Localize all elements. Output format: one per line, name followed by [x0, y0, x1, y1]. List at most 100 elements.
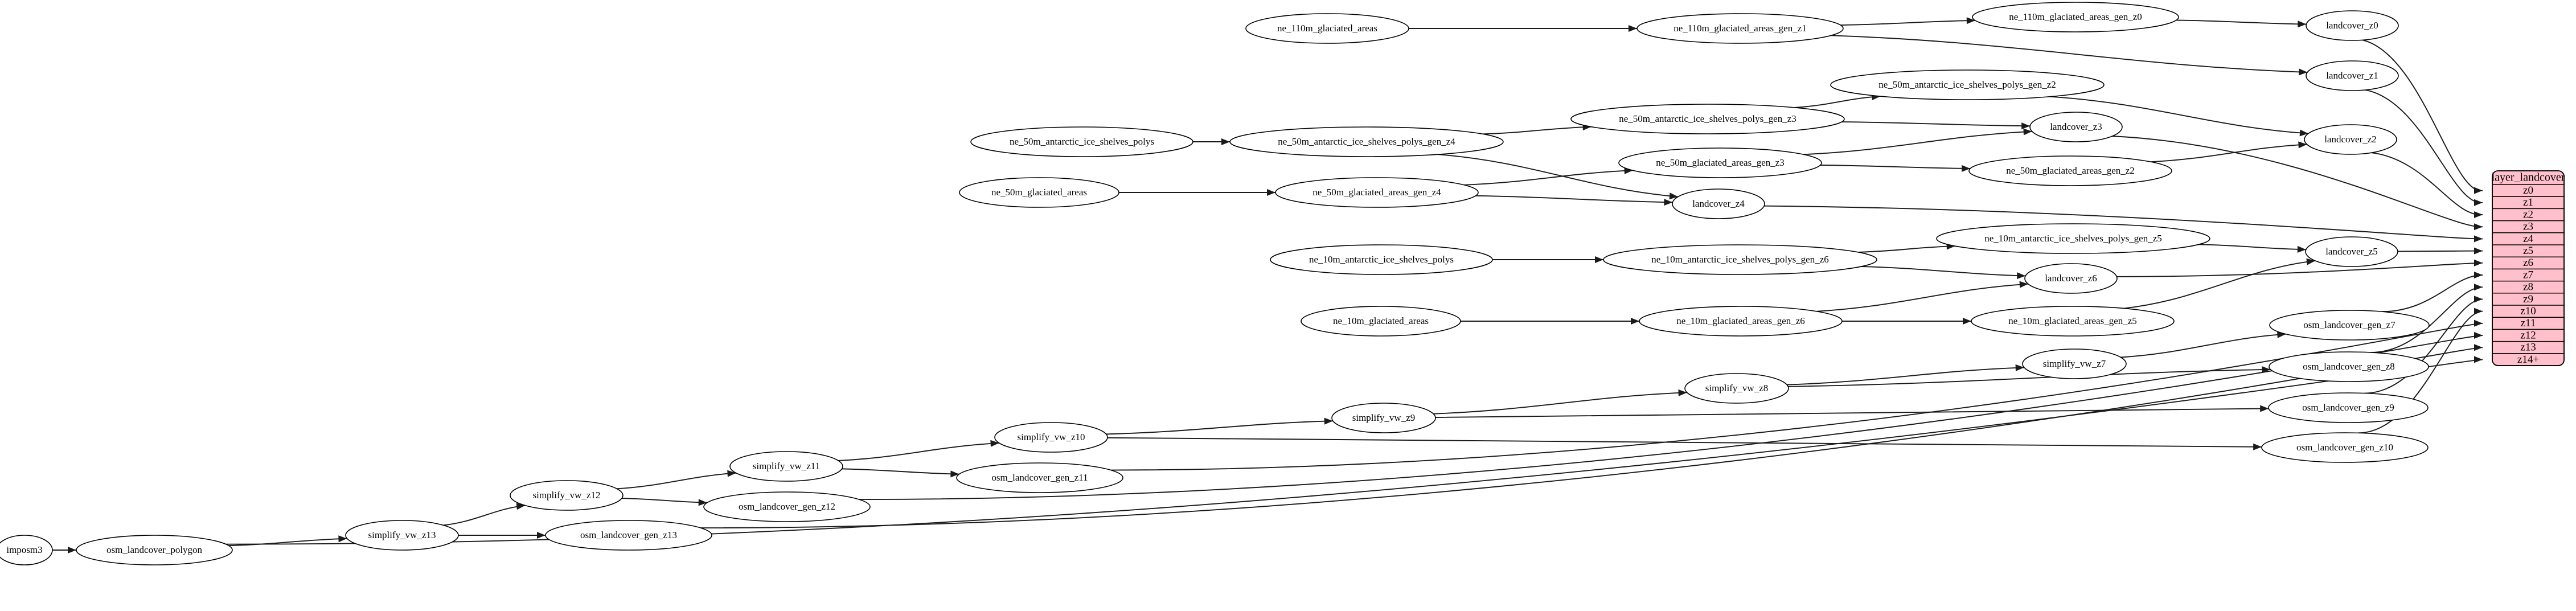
node-shape[interactable]	[959, 177, 1119, 208]
graph-node-simplify_vw_z12[interactable]: simplify_vw_z12	[510, 480, 624, 511]
graph-node-osm_landcover_gen_z12[interactable]: osm_landcover_gen_z12	[703, 491, 871, 522]
graph-node-ne_50m_antarctic_ice_shelves_polys_gen_z3[interactable]: ne_50m_antarctic_ice_shelves_polys_gen_z…	[1570, 104, 1845, 134]
graph-node-landcover_z5[interactable]: landcover_z5	[2305, 236, 2398, 267]
edge-arrowhead	[2297, 245, 2306, 253]
graph-node-ne_50m_antarctic_ice_shelves_polys_gen_z4[interactable]: ne_50m_antarctic_ice_shelves_polys_gen_z…	[1229, 126, 1504, 157]
graph-edge	[859, 335, 2483, 501]
node-shape[interactable]	[1301, 306, 1461, 337]
node-shape[interactable]	[1618, 147, 1822, 178]
graph-edge	[1464, 170, 1633, 186]
node-shape[interactable]	[1639, 306, 1843, 337]
graph-node-simplify_vw_z8[interactable]: simplify_vw_z8	[1684, 373, 1789, 404]
node-shape[interactable]	[345, 520, 459, 551]
node-shape[interactable]	[1331, 403, 1436, 433]
edge-arrowhead	[2474, 247, 2483, 255]
graph-node-landcover_z4[interactable]: landcover_z4	[1672, 188, 1765, 219]
node-shape[interactable]	[76, 535, 233, 565]
node-shape[interactable]	[1672, 188, 1765, 219]
graph-node-ne_50m_antarctic_ice_shelves_polys[interactable]: ne_50m_antarctic_ice_shelves_polys	[970, 126, 1193, 157]
node-shape[interactable]	[510, 480, 624, 511]
graph-node-imposm3[interactable]: imposm3	[0, 535, 53, 565]
node-shape[interactable]	[1968, 155, 2172, 186]
graph-node-ne_50m_glaciated_areas_gen_z2[interactable]: ne_50m_glaciated_areas_gen_z2	[1968, 155, 2172, 186]
graph-edge	[1483, 126, 1591, 135]
edge-arrowhead	[1963, 318, 1971, 325]
node-shape[interactable]	[1270, 244, 1493, 275]
graph-edge	[838, 442, 999, 461]
node-shape[interactable]	[2306, 10, 2399, 41]
graph-node-ne_10m_glaciated_areas_gen_z6[interactable]: ne_10m_glaciated_areas_gen_z6	[1639, 306, 1843, 337]
graph-node-simplify_vw_z9[interactable]: simplify_vw_z9	[1331, 403, 1436, 433]
graph-node-ne_50m_glaciated_areas[interactable]: ne_50m_glaciated_areas	[959, 177, 1119, 208]
node-shape[interactable]	[2029, 112, 2123, 142]
graph-node-simplify_vw_z13[interactable]: simplify_vw_z13	[345, 520, 459, 551]
graph-node-simplify_vw_z11[interactable]: simplify_vw_z11	[729, 451, 843, 482]
node-shape[interactable]	[703, 491, 871, 522]
node-shape[interactable]	[1275, 177, 1479, 208]
table-node-layer-landcover[interactable]: layer_landcoverz0z1z2z3z4z5z6z7z8z9z10z1…	[2492, 170, 2565, 366]
node-shape[interactable]	[2268, 392, 2429, 423]
node-shape[interactable]	[1570, 104, 1845, 134]
graph-node-osm_landcover_polygon[interactable]: osm_landcover_polygon	[76, 535, 233, 565]
graph-node-ne_10m_antarctic_ice_shelves_polys_gen_z6[interactable]: ne_10m_antarctic_ice_shelves_polys_gen_z…	[1603, 244, 1877, 275]
graph-node-landcover_z0[interactable]: landcover_z0	[2306, 10, 2399, 41]
graph-edge	[1820, 165, 1971, 169]
node-shape[interactable]	[0, 535, 53, 565]
graph-node-ne_110m_glaciated_areas[interactable]: ne_110m_glaciated_areas	[1245, 13, 1409, 44]
node-shape[interactable]	[970, 126, 1193, 157]
node-shape[interactable]	[1684, 373, 1789, 404]
graph-node-osm_landcover_gen_z11[interactable]: osm_landcover_gen_z11	[956, 462, 1123, 493]
node-shape[interactable]	[1636, 13, 1844, 44]
edge-arrowhead	[2017, 272, 2026, 280]
node-shape[interactable]	[2305, 236, 2398, 267]
graph-node-ne_10m_glaciated_areas_gen_z5[interactable]: ne_10m_glaciated_areas_gen_z5	[1971, 306, 2175, 337]
node-shape[interactable]	[1245, 13, 1409, 44]
node-shape[interactable]	[2022, 348, 2127, 379]
graph-edge	[1433, 392, 1687, 415]
graph-node-ne_50m_glaciated_areas_gen_z3[interactable]: ne_50m_glaciated_areas_gen_z3	[1618, 147, 1822, 178]
graph-node-ne_110m_glaciated_areas_gen_z1[interactable]: ne_110m_glaciated_areas_gen_z1	[1636, 13, 1844, 44]
node-shape[interactable]	[2269, 351, 2429, 382]
node-shape[interactable]	[1229, 126, 1504, 157]
graph-node-osm_landcover_gen_z8[interactable]: osm_landcover_gen_z8	[2269, 351, 2429, 382]
graph-edge	[1764, 205, 2483, 240]
graph-node-simplify_vw_z10[interactable]: simplify_vw_z10	[994, 422, 1108, 453]
graph-edge	[2362, 39, 2483, 191]
node-shape[interactable]	[1603, 244, 1877, 275]
graph-edge	[1841, 121, 2031, 127]
node-shape[interactable]	[1936, 223, 2210, 254]
graph-node-landcover_z3[interactable]: landcover_z3	[2029, 112, 2123, 142]
node-shape[interactable]	[1830, 69, 2105, 100]
edge-arrowhead	[516, 503, 526, 510]
graph-node-ne_10m_glaciated_areas[interactable]: ne_10m_glaciated_areas	[1301, 306, 1461, 337]
edge-arrowhead	[1678, 389, 1687, 396]
graph-node-simplify_vw_z7[interactable]: simplify_vw_z7	[2022, 348, 2127, 379]
graph-node-osm_landcover_gen_z10[interactable]: osm_landcover_gen_z10	[2261, 432, 2429, 463]
node-shape[interactable]	[1972, 2, 2179, 32]
graph-node-landcover_z6[interactable]: landcover_z6	[2024, 263, 2118, 294]
node-shape[interactable]	[2024, 263, 2118, 294]
graph-node-osm_landcover_gen_z7[interactable]: osm_landcover_gen_z7	[2269, 310, 2430, 341]
edge-arrowhead	[2474, 235, 2483, 243]
node-shape[interactable]	[1971, 306, 2175, 337]
edge-arrowhead	[2262, 366, 2271, 374]
graph-node-landcover_z1[interactable]: landcover_z1	[2306, 60, 2399, 91]
node-shape[interactable]	[2306, 60, 2399, 91]
graph-edge	[1861, 266, 2026, 277]
graph-node-ne_10m_antarctic_ice_shelves_polys[interactable]: ne_10m_antarctic_ice_shelves_polys	[1270, 244, 1493, 275]
node-shape[interactable]	[545, 520, 712, 551]
graph-node-landcover_z2[interactable]: landcover_z2	[2304, 124, 2397, 155]
graph-node-ne_50m_glaciated_areas_gen_z4[interactable]: ne_50m_glaciated_areas_gen_z4	[1275, 177, 1479, 208]
node-shape[interactable]	[956, 462, 1123, 493]
node-shape[interactable]	[2261, 432, 2429, 463]
node-shape[interactable]	[994, 422, 1108, 453]
graph-node-ne_110m_glaciated_areas_gen_z0[interactable]: ne_110m_glaciated_areas_gen_z0	[1972, 2, 2179, 32]
node-shape[interactable]	[2304, 124, 2397, 155]
graph-node-osm_landcover_gen_z13[interactable]: osm_landcover_gen_z13	[545, 520, 712, 551]
node-shape[interactable]	[2269, 310, 2430, 341]
graph-node-ne_10m_antarctic_ice_shelves_polys_gen_z5[interactable]: ne_10m_antarctic_ice_shelves_polys_gen_z…	[1936, 223, 2210, 254]
node-shape[interactable]	[729, 451, 843, 482]
graph-node-osm_landcover_gen_z9[interactable]: osm_landcover_gen_z9	[2268, 392, 2429, 423]
graph-node-ne_50m_antarctic_ice_shelves_polys_gen_z2[interactable]: ne_50m_antarctic_ice_shelves_polys_gen_z…	[1830, 69, 2105, 100]
edge-arrowhead	[2474, 187, 2483, 194]
